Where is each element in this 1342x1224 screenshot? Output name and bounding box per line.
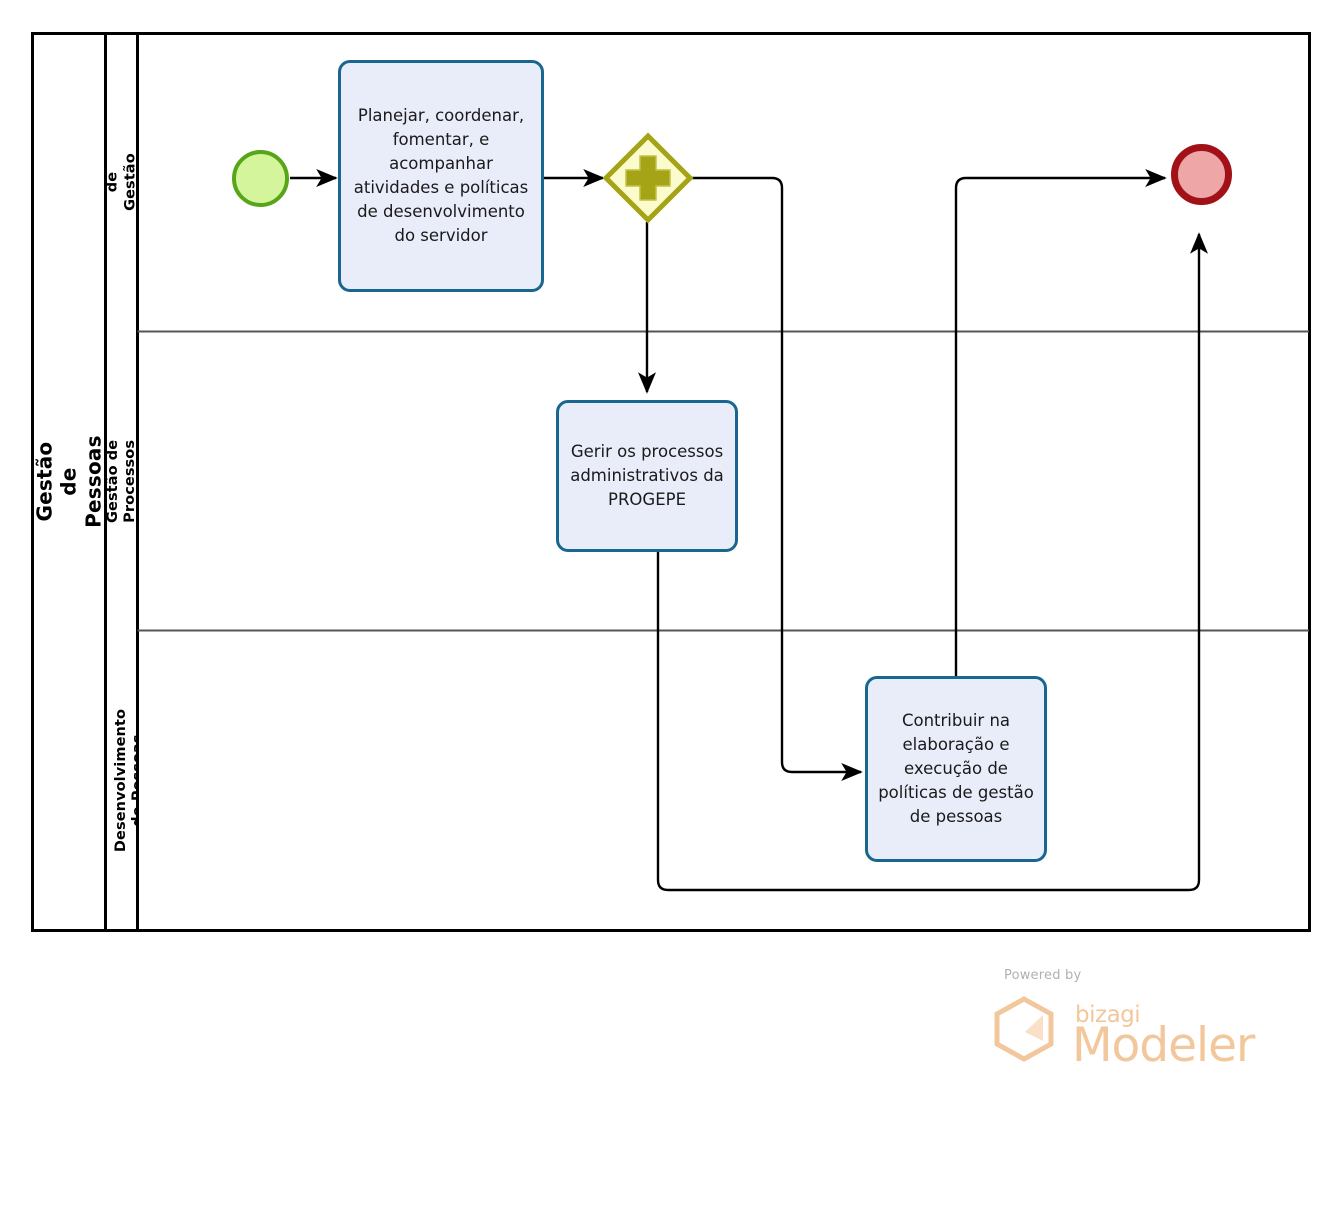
task-gerir-processos[interactable]: Gerir os processos administrativos da PR… — [556, 400, 738, 552]
task-planejar-coordenar[interactable]: Planejar, coordenar, fomentar, e acompan… — [338, 60, 544, 292]
task-contribuir-politicas[interactable]: Contribuir na elaboração e execução de p… — [865, 676, 1047, 862]
pool-title: Gestão de Pessoas — [34, 435, 105, 529]
gateway-plus-icon — [625, 155, 671, 201]
flow-task3-to-end — [954, 169, 1167, 676]
end-event[interactable] — [1171, 144, 1232, 205]
flow-gateway-to-task3 — [692, 176, 863, 781]
flow-task2-to-end — [656, 232, 1208, 892]
start-event[interactable] — [232, 150, 289, 207]
bizagi-hexagon-logo-icon — [994, 996, 1054, 1062]
sidebar-item-label-lane-3: Diretoria de Desenvolvimento de Pessoas — [107, 708, 137, 853]
bizagi-wordmark: bizagi — [1075, 1002, 1141, 1028]
lane-label-box-desenvolvimento: Diretoria de Desenvolvimento de Pessoas — [107, 632, 137, 929]
pool-frame — [31, 32, 1311, 932]
lane-label-box-pro-reitoria: Pró-Reitoria de Gestão de Pessoas — [107, 35, 137, 330]
bizagi-footer: Powered by bizagi Modeler — [968, 968, 1268, 1078]
powered-by-label: Powered by — [1004, 968, 1082, 983]
parallel-gateway[interactable] — [602, 132, 694, 224]
lane-label-box-processos-adm: Diretoria de Gestão de Processos Adminis… — [107, 333, 137, 629]
sidebar-item-label-lane-2: Diretoria de Gestão de Processos Adminis… — [107, 439, 137, 523]
sidebar-item-label-lane-1: Pró-Reitoria de Gestão de Pessoas — [107, 153, 137, 212]
pool-title-box: Gestão de Pessoas — [34, 35, 105, 929]
modeler-wordmark: Modeler — [1072, 1018, 1255, 1073]
